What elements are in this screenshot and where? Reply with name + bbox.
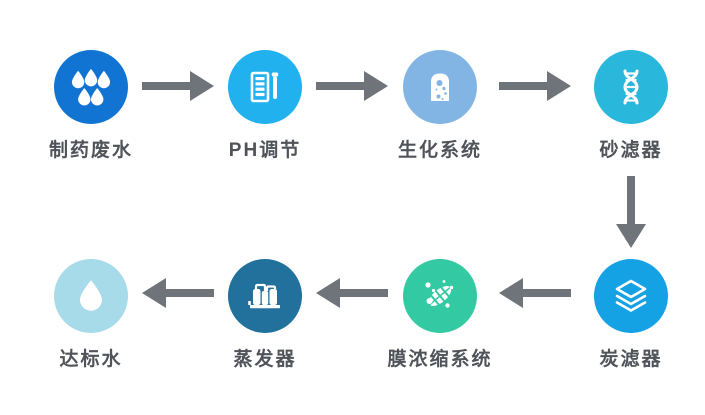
evaporator-tanks-icon bbox=[248, 283, 280, 309]
flow-node-carbon-filter: 炭滤器 bbox=[561, 259, 701, 371]
node-label: 砂滤器 bbox=[599, 140, 663, 161]
pharma-wastewater-circle bbox=[54, 50, 128, 124]
flow-node-pharma-wastewater: 制药废水 bbox=[21, 50, 161, 162]
bio-system-circle bbox=[403, 50, 477, 124]
water-drop-icon bbox=[79, 280, 103, 311]
node-label: 蒸发器 bbox=[233, 349, 297, 370]
flow-node-evaporator: 蒸发器 bbox=[195, 259, 335, 371]
node-label: 制药废水 bbox=[48, 140, 133, 161]
flow-node-clean-water: 达标水 bbox=[21, 259, 161, 371]
arrow-sand-to-carbon-icon bbox=[616, 176, 646, 248]
carbon-filter-circle bbox=[594, 259, 668, 333]
ph-adjust-circle bbox=[228, 50, 302, 124]
layers-icon bbox=[615, 279, 647, 312]
arrow-membrane-to-evaporator-icon bbox=[316, 278, 388, 308]
dna-helix-icon bbox=[623, 69, 639, 105]
sand-filter-circle bbox=[594, 50, 668, 124]
flow-node-membrane-system: 膜浓缩系统 bbox=[370, 259, 510, 371]
node-label: PH调节 bbox=[228, 140, 302, 161]
node-label: 炭滤器 bbox=[599, 349, 663, 370]
flow-node-sand-filter: 砂滤器 bbox=[561, 50, 701, 162]
ph-test-strip-icon bbox=[250, 71, 279, 103]
arrow-evaporator-to-clean-icon bbox=[142, 278, 214, 308]
water-drops-icon bbox=[71, 68, 111, 106]
node-label: 达标水 bbox=[59, 349, 123, 370]
arrow-bio-to-sand-icon bbox=[499, 71, 571, 101]
flow-node-ph-adjust: PH调节 bbox=[195, 50, 335, 162]
evaporator-circle bbox=[228, 259, 302, 333]
arrow-ph-to-bio-icon bbox=[316, 71, 388, 101]
node-label: 膜浓缩系统 bbox=[387, 349, 493, 370]
clean-water-circle bbox=[54, 259, 128, 333]
membrane-system-circle bbox=[403, 259, 477, 333]
node-label: 生化系统 bbox=[397, 140, 482, 161]
arrow-pharma-to-ph-icon bbox=[142, 71, 214, 101]
bio-tank-icon bbox=[431, 73, 449, 101]
membrane-cell-icon bbox=[425, 280, 454, 308]
arrow-carbon-to-membrane-icon bbox=[499, 278, 571, 308]
flow-node-bio-system: 生化系统 bbox=[370, 50, 510, 162]
